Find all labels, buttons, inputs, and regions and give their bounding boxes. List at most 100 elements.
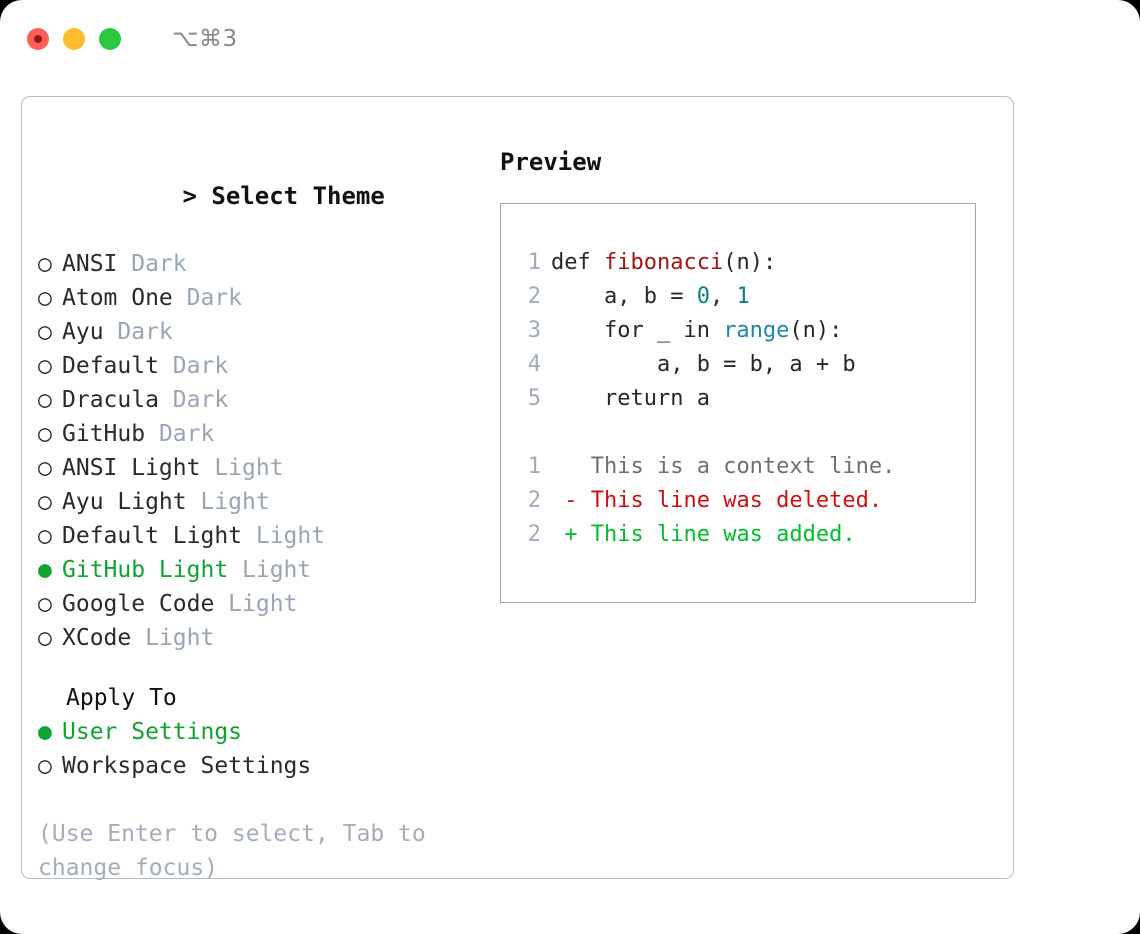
code-line: 1 def fibonacci(n): — [519, 246, 975, 280]
code-diff-spacer — [519, 416, 975, 450]
theme-option-github-light[interactable]: ● GitHub Light Light — [38, 553, 468, 587]
diff-marker — [551, 454, 578, 479]
code-token: (n): — [723, 250, 777, 275]
diff-line-add: 2 + This line was added. — [519, 518, 975, 552]
theme-variant-tag: Dark — [158, 353, 229, 379]
theme-variant-tag: Light — [131, 625, 215, 651]
radio-unselected-icon: ○ — [38, 251, 52, 277]
theme-option-label: ANSI Light — [62, 455, 201, 481]
apply-to-options-list: ● User Settings ○ Workspace Settings — [38, 715, 468, 783]
theme-option-label: Dracula — [62, 387, 159, 413]
theme-option-default[interactable]: ○ Default Dark — [38, 349, 468, 383]
radio-unselected-icon: ○ — [38, 285, 52, 311]
code-token: fibonacci — [603, 250, 724, 275]
theme-variant-tag: Dark — [158, 387, 229, 413]
diff-marker: - — [551, 488, 578, 513]
theme-list-header: > Select Theme — [38, 145, 468, 247]
zoom-window-icon[interactable] — [99, 28, 121, 50]
theme-variant-tag: Light — [228, 557, 312, 583]
theme-variant-tag: Dark — [117, 251, 187, 277]
window-controls — [27, 28, 121, 50]
keyboard-shortcut-label: ⌥⌘3 — [172, 26, 238, 52]
line-number: 1 — [527, 250, 541, 275]
radio-unselected-icon: ○ — [38, 591, 52, 617]
minimize-window-icon[interactable] — [63, 28, 85, 50]
radio-unselected-icon: ○ — [38, 455, 52, 481]
radio-unselected-icon: ○ — [38, 753, 52, 779]
code-token: (n): — [789, 318, 843, 343]
diff-text: This line was deleted. — [577, 488, 883, 513]
line-number: 5 — [527, 386, 541, 411]
theme-option-label: GitHub — [62, 421, 146, 447]
theme-option-label: XCode — [62, 625, 132, 651]
theme-variant-tag: Dark — [103, 319, 173, 345]
diff-text: This is a context line. — [577, 454, 896, 479]
theme-option-atom-one[interactable]: ○ Atom One Dark — [38, 281, 468, 315]
theme-option-label: Default Light — [62, 523, 243, 549]
code-token: range — [723, 318, 790, 343]
theme-variant-tag: Light — [186, 489, 270, 515]
code-token: 0 — [696, 284, 710, 309]
code-line: 2 a, b = 0, 1 — [519, 280, 975, 314]
theme-option-label: Default — [62, 353, 159, 379]
theme-variant-tag: Dark — [172, 285, 243, 311]
theme-option-ansi-light[interactable]: ○ ANSI Light Light — [38, 451, 468, 485]
theme-option-label: GitHub Light — [62, 557, 229, 583]
radio-unselected-icon: ○ — [38, 319, 52, 345]
preview-title: Preview — [500, 148, 602, 176]
theme-option-label: Atom One — [62, 285, 173, 311]
theme-variant-tag: Dark — [145, 421, 215, 447]
line-number: 2 — [527, 522, 541, 547]
apply-to-option-workspace-settings[interactable]: ○ Workspace Settings — [38, 749, 468, 783]
line-number: 1 — [527, 454, 541, 479]
theme-option-default-light[interactable]: ○ Default Light Light — [38, 519, 468, 553]
theme-option-label: Google Code — [62, 591, 215, 617]
code-token: a, b = b, a + b — [551, 352, 856, 377]
radio-unselected-icon: ○ — [38, 353, 52, 379]
code-token: a, b = — [551, 284, 697, 309]
apply-to-option-label: Workspace Settings — [62, 753, 312, 779]
close-window-icon[interactable] — [27, 28, 49, 50]
theme-option-ansi[interactable]: ○ ANSI Dark — [38, 247, 468, 281]
radio-selected-icon: ● — [38, 557, 52, 583]
code-token: for _ in — [551, 318, 724, 343]
code-token: 1 — [736, 284, 750, 309]
apply-to-option-label: User Settings — [62, 719, 243, 745]
diff-line-del: 2 - This line was deleted. — [519, 484, 975, 518]
theme-options-list: ○ ANSI Dark ○ Atom One Dark ○ Ayu Dark ○ Defaul… — [38, 247, 468, 655]
diff-marker: + — [551, 522, 578, 547]
theme-option-ayu[interactable]: ○ Ayu Dark — [38, 315, 468, 349]
apply-to-option-user-settings[interactable]: ● User Settings — [38, 715, 468, 749]
theme-option-xcode[interactable]: ○ XCode Light — [38, 621, 468, 655]
radio-selected-icon: ● — [38, 719, 52, 745]
theme-picker-panel: > Select Theme ○ANSI Dark○Atom One Dark○… — [21, 96, 1014, 881]
radio-unselected-icon: ○ — [38, 387, 52, 413]
theme-list-column: > Select Theme ○ANSI Dark○Atom One Dark○… — [38, 145, 468, 885]
theme-option-label: Ayu Light — [62, 489, 187, 515]
theme-option-google-code[interactable]: ○Google Code Light — [38, 587, 468, 621]
theme-option-ayu-light[interactable]: ○Ayu Light Light — [38, 485, 468, 519]
code-token: def — [551, 250, 604, 275]
theme-option-label: ANSI — [62, 251, 118, 277]
theme-option-dracula[interactable]: ○ Dracula Dark — [38, 383, 468, 417]
radio-unselected-icon: ○ — [38, 523, 52, 549]
code-line: 4 a, b = b, a + b — [519, 348, 975, 382]
line-number: 2 — [527, 284, 541, 309]
diff-line-ctx: 1 This is a context line. — [519, 450, 975, 484]
radio-unselected-icon: ○ — [38, 421, 52, 447]
theme-option-label: Ayu — [62, 319, 104, 345]
code-line: 3 for _ in range(n): — [519, 314, 975, 348]
theme-option-github[interactable]: ○ GitHub Dark — [38, 417, 468, 451]
code-line: 5 return a — [519, 382, 975, 416]
title-bar: ⌥⌘3 — [0, 0, 1140, 78]
line-number: 3 — [527, 318, 541, 343]
radio-unselected-icon: ○ — [38, 625, 52, 651]
theme-variant-tag: Light — [200, 455, 284, 481]
keyboard-hint-text: (Use Enter to select, Tab to change focu… — [38, 821, 440, 881]
theme-variant-tag: Light — [242, 523, 326, 549]
code-token: return a — [551, 386, 710, 411]
